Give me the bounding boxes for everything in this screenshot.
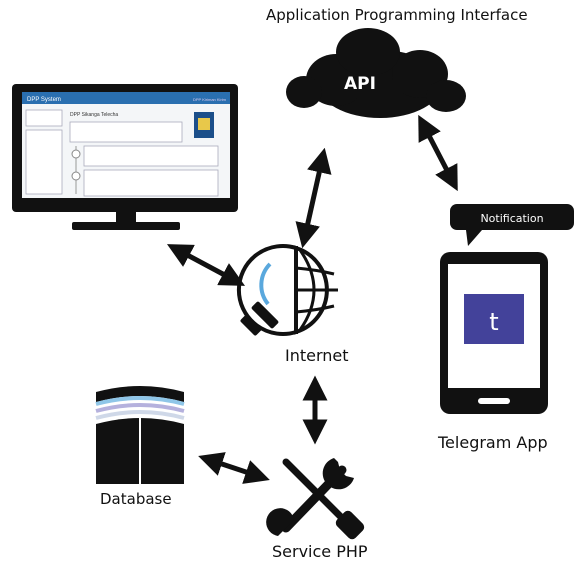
internet-label: Internet — [285, 346, 349, 365]
app-subtitle: DPP Sikanga Telecha — [70, 112, 118, 118]
arrow-database-service — [198, 452, 270, 484]
telegram-app-label: Telegram App — [438, 433, 548, 452]
arrow-internet-api — [295, 147, 332, 249]
phone-icon: t — [440, 252, 548, 414]
app-header-right: DPP Kiriman Kirim — [193, 97, 227, 102]
api-title: Application Programming Interface — [266, 6, 528, 24]
wrench-screwdriver-icon — [266, 458, 365, 540]
api-label: API — [344, 74, 376, 94]
api-cloud: API — [286, 28, 466, 118]
service-php-label: Service PHP — [272, 542, 368, 561]
notification-bubble: Notification — [450, 204, 574, 246]
arrow-monitor-internet — [166, 244, 246, 286]
telegram-icon-letter: t — [489, 308, 498, 336]
database-icon — [95, 386, 185, 484]
telegram-app-icon — [464, 294, 524, 344]
monitor-icon: DPP System DPP Kiriman Kirim DPP Sikanga… — [12, 84, 238, 230]
notification-label: Notification — [480, 212, 543, 225]
arrow-api-telegram — [418, 114, 458, 192]
app-title: DPP System — [27, 97, 61, 103]
database-label: Database — [100, 490, 172, 508]
internet-icon — [236, 244, 338, 336]
app-header-bar — [22, 92, 230, 104]
